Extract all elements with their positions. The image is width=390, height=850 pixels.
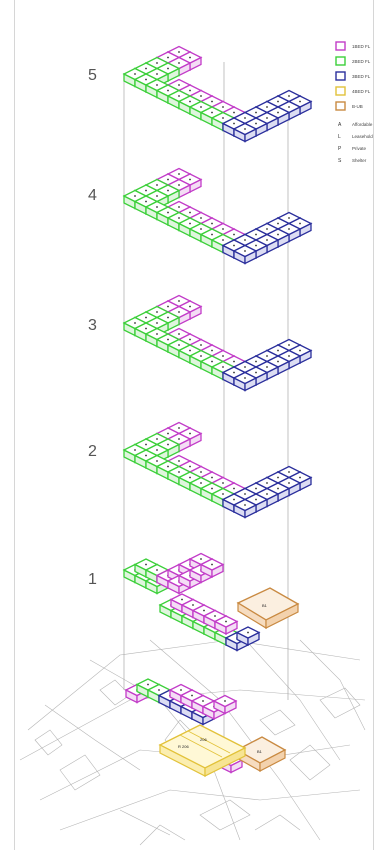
legend-symbol-label-0: Affordable bbox=[352, 122, 373, 127]
vertical-guides bbox=[123, 62, 289, 760]
floor-level-5 bbox=[122, 45, 313, 143]
legend-swatch-4 bbox=[335, 101, 346, 111]
legend-label-0: 1BED FL bbox=[352, 44, 371, 49]
ground-label-1: R 206 bbox=[178, 744, 189, 749]
floor-level-2 bbox=[122, 421, 313, 519]
legend-swatch-0 bbox=[335, 41, 346, 51]
unit-level-1b-12 bbox=[235, 626, 261, 647]
legend-item-4: B-UB bbox=[335, 101, 363, 111]
legend-item-0: 1BED FL bbox=[335, 41, 371, 51]
legend-symbol-2: P Private bbox=[338, 146, 367, 152]
level-label-5: 5 bbox=[88, 67, 97, 84]
legend-symbol-letter-0: A bbox=[338, 122, 342, 128]
box-upper: B1 bbox=[236, 587, 300, 630]
floor-level-3 bbox=[122, 294, 313, 392]
level-labels: 5 4 3 2 1 bbox=[88, 67, 97, 588]
legend-label-4: B-UB bbox=[352, 104, 363, 109]
right-border-line bbox=[373, 0, 374, 850]
unit-level-5-34 bbox=[232, 122, 258, 143]
legend-symbol-3: S Shelter bbox=[338, 158, 367, 164]
unit-level-3-34 bbox=[232, 371, 258, 392]
floor-plates bbox=[122, 45, 313, 774]
legend-symbol-label-1: Leasehold bbox=[352, 134, 373, 139]
left-border-line bbox=[14, 0, 15, 850]
legend-symbol-label-2: Private bbox=[352, 146, 367, 151]
level-label-3: 3 bbox=[88, 317, 97, 334]
floor-level-4 bbox=[122, 167, 313, 265]
legend-label-3: 4BED FL bbox=[352, 89, 371, 94]
legend-swatch-1 bbox=[335, 56, 346, 66]
legend-label-2: 3BED FL bbox=[352, 74, 371, 79]
legend-symbol-letter-1: L bbox=[338, 134, 341, 140]
service-boxes: B1 B1 R 206 206 bbox=[158, 587, 300, 777]
unit-level-1a-12 bbox=[199, 558, 225, 579]
legend-swatch-2 bbox=[335, 71, 346, 81]
legend-item-1: 2BED FL bbox=[335, 56, 371, 66]
legend-swatch-3 bbox=[335, 86, 346, 96]
level-label-2: 2 bbox=[88, 443, 97, 460]
legend-symbol-0: A Affordable bbox=[338, 122, 373, 128]
unit-level-1b-10 bbox=[213, 615, 239, 636]
unit-ground-11 bbox=[212, 694, 238, 715]
legend-item-3: 4BED FL bbox=[335, 86, 371, 96]
box-yellow-ground: R 206 206 bbox=[158, 724, 247, 777]
legend-symbol-1: L Leasehold bbox=[338, 134, 373, 140]
legend-symbol-label-3: Shelter bbox=[352, 158, 367, 163]
level-label-4: 4 bbox=[88, 187, 97, 204]
floor-level-1 bbox=[122, 552, 261, 652]
legend-label-1: 2BED FL bbox=[352, 59, 371, 64]
box-lower-label: B1 bbox=[257, 749, 263, 754]
legend: 1BED FL 2BED FL 3BED FL 4BED FL B-UB A Afforda… bbox=[335, 41, 373, 164]
level-label-1: 1 bbox=[88, 571, 97, 588]
box-upper-label: B1 bbox=[262, 603, 268, 608]
ground-label-2: 206 bbox=[200, 737, 207, 742]
legend-symbol-letter-3: S bbox=[338, 158, 342, 164]
unit-level-4-34 bbox=[232, 244, 258, 265]
unit-level-2-34 bbox=[232, 498, 258, 519]
legend-item-2: 3BED FL bbox=[335, 71, 371, 81]
legend-symbol-letter-2: P bbox=[338, 146, 342, 152]
